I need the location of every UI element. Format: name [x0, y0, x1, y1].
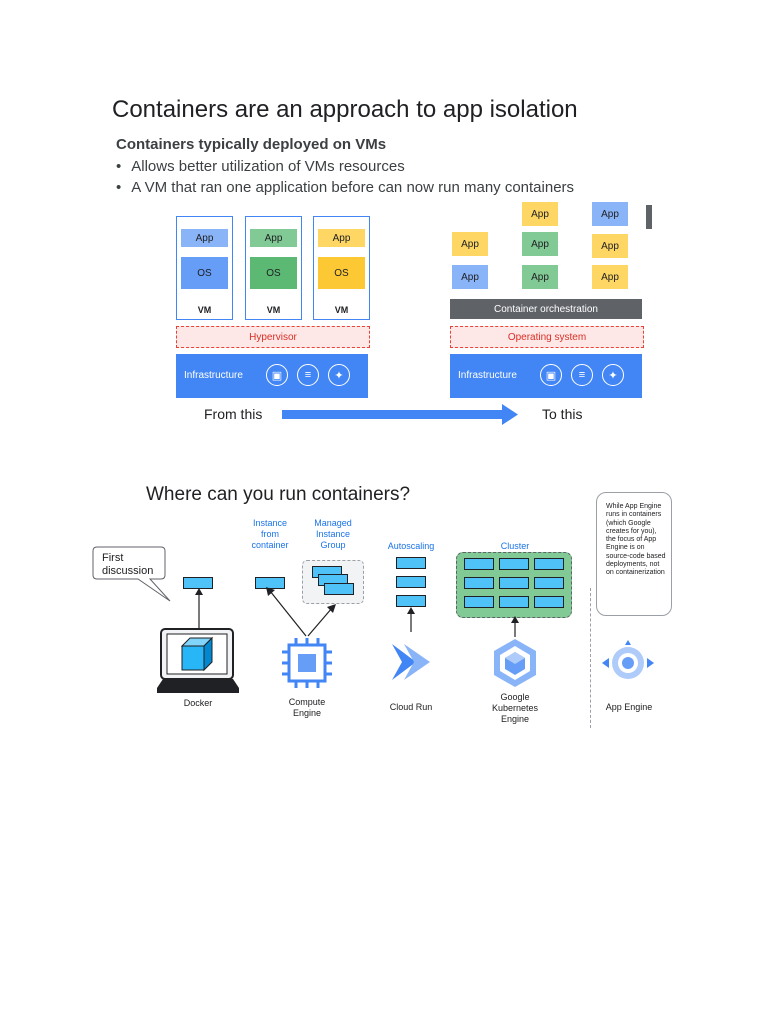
vm-label: VM	[266, 305, 281, 315]
container-box	[396, 595, 426, 607]
container-apps: App App App App App App App App	[450, 200, 652, 296]
managed-group-box	[302, 560, 364, 604]
database-icon: ≡	[297, 364, 319, 386]
from-label: From this	[204, 406, 263, 422]
container-box	[534, 558, 564, 570]
container-app: App	[522, 265, 558, 289]
callout-bubble	[92, 546, 171, 602]
chip-icon	[282, 638, 332, 688]
vm-box-3: App OS VM	[313, 216, 370, 320]
cube-icon	[180, 636, 214, 672]
to-label: To this	[542, 406, 583, 422]
container-box	[534, 596, 564, 608]
infrastructure-label: Infrastructure	[184, 370, 243, 381]
database-icon: ≡	[571, 364, 593, 386]
vm-label: VM	[197, 305, 212, 315]
container-box	[324, 583, 354, 595]
network-icon: ✦	[328, 364, 350, 386]
container-app: App	[452, 232, 488, 256]
container-box	[499, 558, 529, 570]
container-box	[464, 577, 494, 589]
service-gke: Google Kubernetes Engine	[491, 692, 539, 724]
arrow-right-icon	[282, 404, 518, 425]
infrastructure-right: Infrastructure ▣ ≡ ✦	[450, 354, 642, 398]
container-app: App	[452, 265, 488, 289]
divider	[590, 588, 591, 728]
vm-box-1: App OS VM	[176, 216, 233, 320]
label-cluster: Cluster	[500, 541, 530, 551]
container-box	[499, 596, 529, 608]
vm-app: App	[181, 229, 228, 247]
kubernetes-icon	[494, 639, 536, 687]
cluster-box	[456, 552, 572, 618]
container-orchestration-bar: Container orchestration	[450, 299, 642, 319]
infrastructure-label: Infrastructure	[458, 370, 517, 381]
container-app: App	[592, 234, 628, 258]
arrow-up-icon	[195, 588, 203, 628]
slide2-title: Where can you run containers?	[146, 484, 411, 505]
network-icon: ✦	[602, 364, 624, 386]
container-box	[396, 557, 426, 569]
container-app: App	[592, 202, 628, 226]
service-compute-engine: Compute Engine	[288, 697, 326, 718]
container-box	[464, 596, 494, 608]
service-cloud-run: Cloud Run	[389, 702, 433, 712]
container-box	[396, 576, 426, 588]
arrow-up-icon	[511, 616, 519, 637]
service-docker: Docker	[183, 698, 213, 708]
app-engine-icon	[602, 640, 654, 679]
container-box	[499, 577, 529, 589]
slide1-bullets: Allows better utilization of VMs resourc…	[116, 158, 574, 200]
slide1-title: Containers are an approach to app isolat…	[112, 96, 578, 123]
container-box	[464, 558, 494, 570]
chip-icon: ▣	[266, 364, 288, 386]
app-engine-note: While App Engine runs in containers (whi…	[596, 492, 672, 616]
container-app: App	[522, 232, 558, 256]
chip-icon: ▣	[540, 364, 562, 386]
container-app: App	[592, 265, 628, 289]
container-box	[534, 577, 564, 589]
container-app: App	[522, 202, 558, 226]
cloud-run-icon	[392, 644, 430, 680]
callout-text: First discussion	[102, 552, 154, 577]
vm-os: OS	[181, 257, 228, 289]
bullet-item: A VM that ran one application before can…	[116, 179, 574, 200]
service-app-engine: App Engine	[605, 702, 653, 712]
scrollbar-marker	[646, 205, 652, 229]
vm-box-2: App OS VM	[245, 216, 302, 320]
vm-os: OS	[318, 257, 365, 289]
infrastructure-left: Infrastructure ▣ ≡ ✦	[176, 354, 368, 398]
vm-app: App	[318, 229, 365, 247]
slide1-subtitle: Containers typically deployed on VMs	[116, 136, 387, 153]
label-managed-instance-group: Managed Instance Group	[314, 518, 352, 550]
vm-app: App	[250, 229, 297, 247]
container-box	[183, 577, 213, 589]
bullet-item: Allows better utilization of VMs resourc…	[116, 158, 574, 179]
vm-os: OS	[250, 257, 297, 289]
label-autoscaling: Autoscaling	[387, 541, 435, 551]
arrows-compute-icon	[266, 587, 336, 637]
operating-system-box: Operating system	[450, 326, 644, 348]
vm-label: VM	[334, 305, 349, 315]
arrow-up-icon	[407, 607, 415, 632]
hypervisor-box: Hypervisor	[176, 326, 370, 348]
label-instance-from-container: Instance from container	[251, 518, 289, 550]
